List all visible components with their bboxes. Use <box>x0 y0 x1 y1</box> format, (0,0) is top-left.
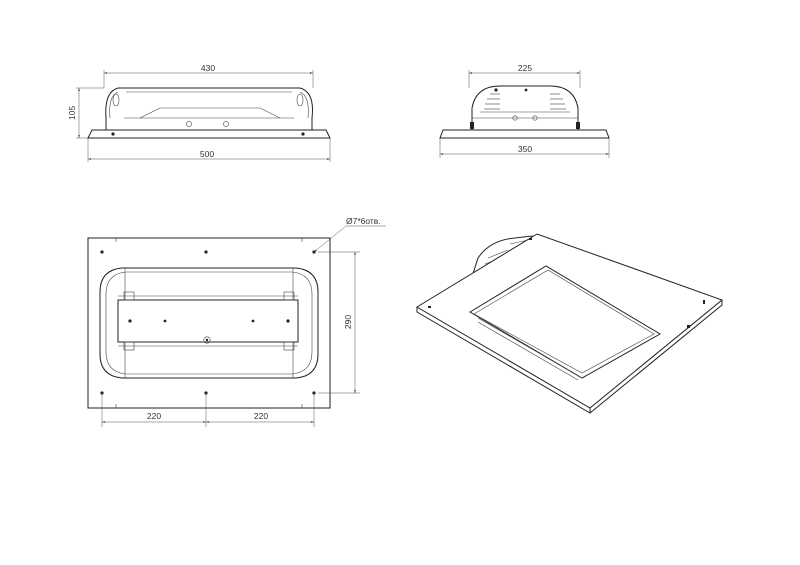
side-housing <box>105 87 313 131</box>
side-view: 430 105 500 <box>67 63 331 162</box>
hole-callout: Ø7*6отв. <box>346 216 381 226</box>
iso-lens <box>469 265 661 379</box>
end-housing <box>471 85 579 131</box>
end-view: 225 350 <box>439 63 610 158</box>
isometric-view <box>416 233 724 414</box>
end-base-plate <box>439 129 610 139</box>
top-view: Ø7*6отв. 290 220 220 <box>87 216 386 427</box>
top-spacing-left-label: 220 <box>147 411 161 421</box>
end-width-top-label: 225 <box>518 63 532 73</box>
side-height-label: 105 <box>67 106 77 120</box>
iso-plate <box>416 233 724 409</box>
side-width-top-label: 430 <box>201 63 215 73</box>
top-spacing-right-label: 220 <box>254 411 268 421</box>
end-width-bottom-label: 350 <box>518 144 532 154</box>
side-base-plate <box>87 129 331 139</box>
top-height-label: 290 <box>343 315 353 329</box>
side-width-bottom-label: 500 <box>200 149 214 159</box>
top-housing <box>99 267 319 379</box>
